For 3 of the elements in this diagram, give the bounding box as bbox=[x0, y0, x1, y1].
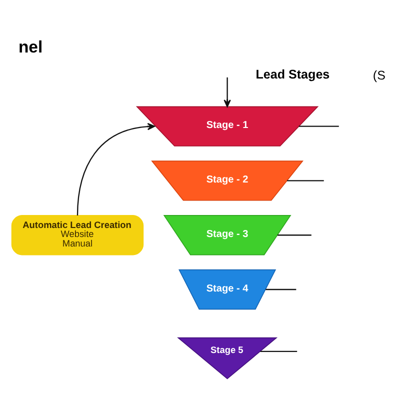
diagram-title: nel bbox=[18, 36, 43, 56]
label: Lead Stages bbox=[256, 67, 330, 82]
label: (S bbox=[372, 68, 386, 82]
